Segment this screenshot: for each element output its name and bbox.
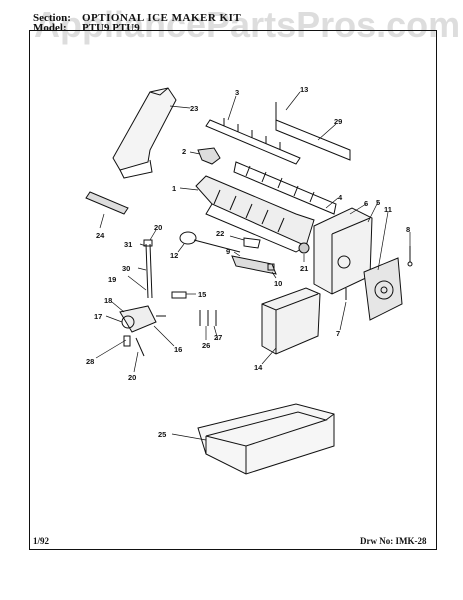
part-16-water-valve (119, 305, 166, 333)
section-label: Section: (33, 12, 71, 24)
part-22-bracket (243, 237, 261, 249)
callout-label: 11 (384, 205, 392, 214)
callout-label: 22 (216, 229, 224, 238)
callout-label: 6 (364, 199, 368, 208)
callout-label: 12 (170, 251, 178, 260)
callout-label: 8 (406, 225, 410, 234)
part-10-clip (267, 263, 275, 271)
callout-label: 24 (96, 231, 105, 240)
callout-label: 28 (86, 357, 94, 366)
callout-label: 10 (274, 279, 282, 288)
callout-label: 19 (108, 275, 116, 284)
callout-label: 7 (336, 329, 340, 338)
part-25-ice-bucket (197, 403, 335, 475)
part-14-block (261, 287, 321, 355)
diagram-frame (29, 30, 437, 550)
callout-label: 1 (172, 184, 176, 193)
callout-label: 26 (202, 341, 210, 350)
part-11-motor-plate (363, 257, 403, 321)
callout-label: 25 (158, 430, 166, 439)
section-title: OPTIONAL ICE MAKER KIT (82, 12, 242, 24)
footer-date: 1/92 (33, 536, 50, 546)
callout-label: 14 (254, 363, 263, 372)
callout-labels: 23 3 13 29 2 1 4 6 5 11 8 24 22 20 31 12… (86, 85, 410, 439)
callout-label: 13 (300, 85, 308, 94)
callout-label: 23 (190, 104, 198, 113)
model-label: Model: (33, 22, 67, 34)
callout-label: 20 (128, 373, 136, 382)
model-value: PTU9 PTU9 (82, 22, 140, 34)
part-2-clip (197, 147, 221, 165)
callout-label: 18 (104, 296, 112, 305)
callout-label: 17 (94, 312, 102, 321)
part-28-fitting (123, 335, 145, 357)
callout-label: 5 (376, 198, 380, 207)
callout-label: 21 (300, 264, 308, 273)
callout-label: 15 (198, 290, 206, 299)
callout-label: 9 (226, 247, 230, 256)
part-24-rod (85, 191, 129, 215)
footer-drawing-number: Drw No: IMK-28 (360, 536, 427, 546)
callout-label: 2 (182, 147, 186, 156)
callout-label: 31 (124, 240, 132, 249)
callout-label: 3 (235, 88, 239, 97)
part-4-rack (233, 161, 337, 215)
part-5-control-housing (313, 207, 373, 295)
callout-label: 30 (122, 264, 130, 273)
callout-label: 27 (214, 333, 222, 342)
callout-label: 16 (174, 345, 182, 354)
part-21-knob (298, 242, 310, 254)
part-29-bar (275, 102, 351, 161)
watermark: AppliancePartsPros.com (34, 4, 461, 45)
part-15-fitting (171, 291, 187, 299)
part-3-rail (205, 118, 301, 165)
part-26-27-screws (199, 310, 217, 326)
callout-label: 20 (154, 223, 162, 232)
part-23-shield (112, 87, 177, 179)
part-8-screw (407, 246, 413, 267)
callout-label: 29 (334, 117, 342, 126)
part-12-arm (179, 231, 241, 253)
part-30-fill-tube (143, 239, 153, 299)
part-9-harness (231, 255, 277, 275)
callout-label: 4 (338, 193, 343, 202)
